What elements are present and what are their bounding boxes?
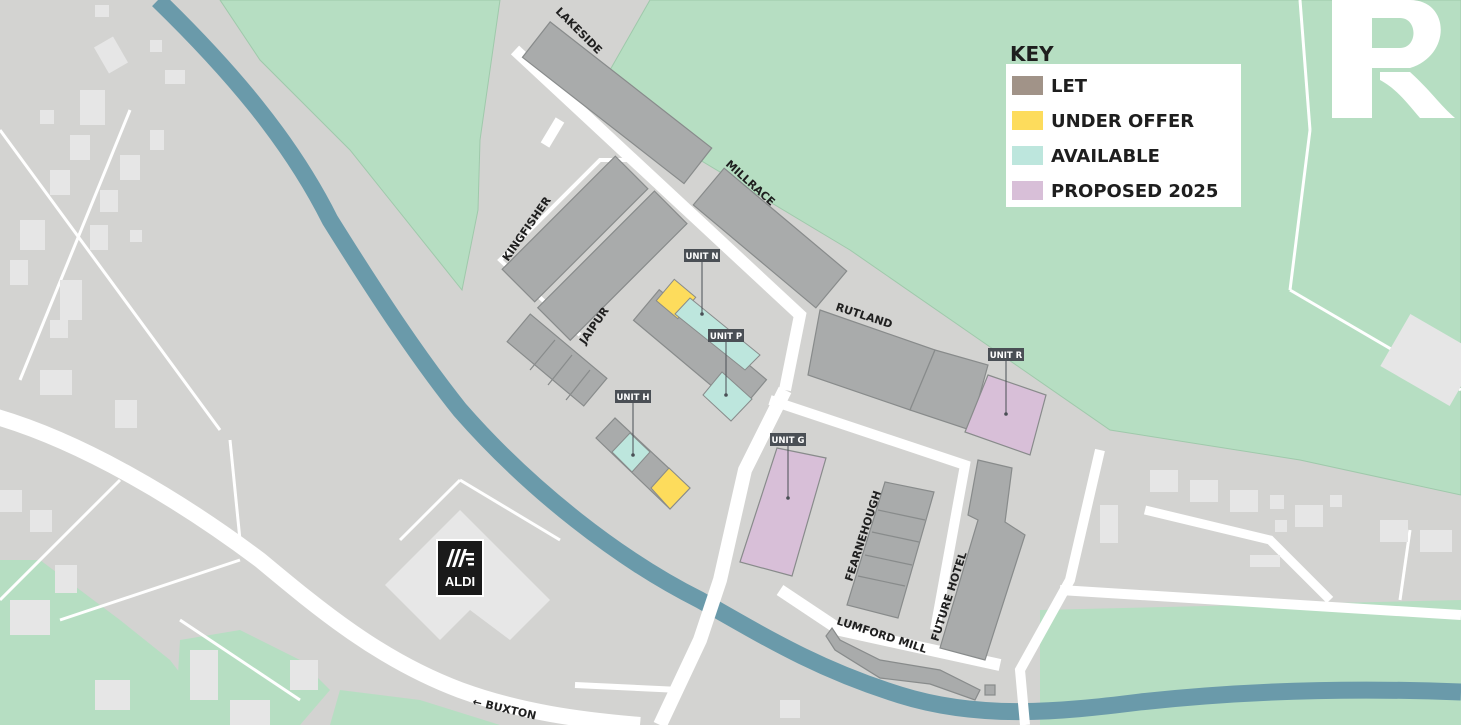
key-swatch-proposed (1012, 181, 1043, 200)
key-label-proposed: PROPOSED 2025 (1051, 181, 1218, 202)
building-lumford-mill (825, 626, 981, 701)
building-rutland (807, 309, 1047, 456)
unit-g-label: UNIT G (772, 436, 805, 446)
map-key: KEY LET UNDER OFFER AVAILABLE PROPOSED 2… (1006, 42, 1241, 207)
small-units-block (506, 313, 608, 407)
building-millrace (692, 167, 848, 309)
aldi-logo-icon (446, 549, 474, 567)
r-logo-icon (1332, 0, 1455, 118)
key-item-available: AVAILABLE (1012, 146, 1160, 167)
key-label-available: AVAILABLE (1051, 146, 1160, 167)
key-swatch-let (1012, 76, 1043, 95)
key-swatch-under-offer (1012, 111, 1043, 130)
unit-tag-g: UNIT G (770, 433, 806, 500)
houses (0, 5, 1461, 725)
building-unit-g (739, 447, 827, 577)
unit-tag-n: UNIT N (684, 249, 720, 316)
building-fearnehough (846, 481, 935, 619)
key-item-let: LET (1012, 76, 1088, 97)
key-label-let: LET (1051, 76, 1088, 97)
unit-h-label: UNIT H (616, 393, 649, 403)
unit-tag-p: UNIT P (708, 329, 744, 397)
unit-r-label: UNIT R (990, 351, 1023, 361)
building-future-hotel (939, 459, 1026, 661)
unit-tag-h: UNIT H (615, 390, 651, 457)
aldi-label: ALDI (445, 574, 475, 589)
unit-n-label: UNIT N (685, 252, 718, 262)
building-jaipur (536, 190, 688, 342)
unit-tag-r: UNIT R (988, 348, 1024, 416)
key-label-under-offer: UNDER OFFER (1051, 111, 1194, 132)
building-unit-h (595, 417, 691, 510)
building-kingfisher (501, 155, 649, 303)
key-swatch-available (1012, 146, 1043, 165)
key-panel (1006, 64, 1241, 207)
key-item-proposed: PROPOSED 2025 (1012, 181, 1218, 202)
key-title: KEY (1010, 42, 1054, 66)
unit-p-label: UNIT P (710, 332, 742, 342)
river (152, 0, 1461, 721)
key-item-under-offer: UNDER OFFER (1012, 111, 1194, 132)
building-lakeside (521, 21, 713, 185)
building-unit-n-p (632, 278, 768, 422)
aldi-building: ALDI (385, 510, 550, 640)
green-left (219, 0, 501, 292)
roads (0, 45, 1461, 725)
green-south-west (0, 560, 220, 725)
green-south-lane (330, 690, 500, 725)
